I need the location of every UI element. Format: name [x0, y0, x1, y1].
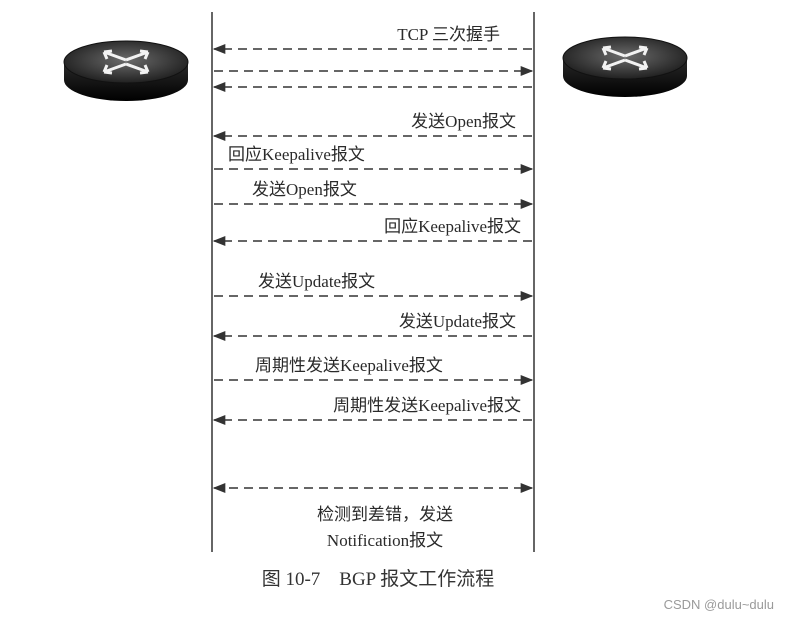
- message-label: 发送Open报文: [411, 112, 516, 131]
- figure-caption: 图 10-7 BGP 报文工作流程: [262, 568, 495, 590]
- notification-line-1: 检测到差错，发送: [317, 505, 453, 524]
- message-label: TCP 三次握手: [397, 25, 500, 44]
- watermark: CSDN @dulu~dulu: [664, 597, 774, 612]
- message-label: 发送Update报文: [399, 312, 516, 331]
- message-label: 发送Update报文: [258, 272, 375, 291]
- right-router-icon: [562, 36, 688, 97]
- message-label: 周期性发送Keepalive报文: [255, 356, 443, 375]
- message-label: 发送Open报文: [252, 180, 357, 199]
- message-label: 周期性发送Keepalive报文: [333, 396, 521, 415]
- left-router-icon: [63, 40, 189, 101]
- message-arrows: TCP 三次握手发送Open报文回应Keepalive报文发送Open报文回应K…: [212, 25, 534, 494]
- notification-line-2: Notification报文: [327, 531, 443, 550]
- message-label: 回应Keepalive报文: [384, 217, 521, 236]
- message-label: 回应Keepalive报文: [228, 145, 365, 164]
